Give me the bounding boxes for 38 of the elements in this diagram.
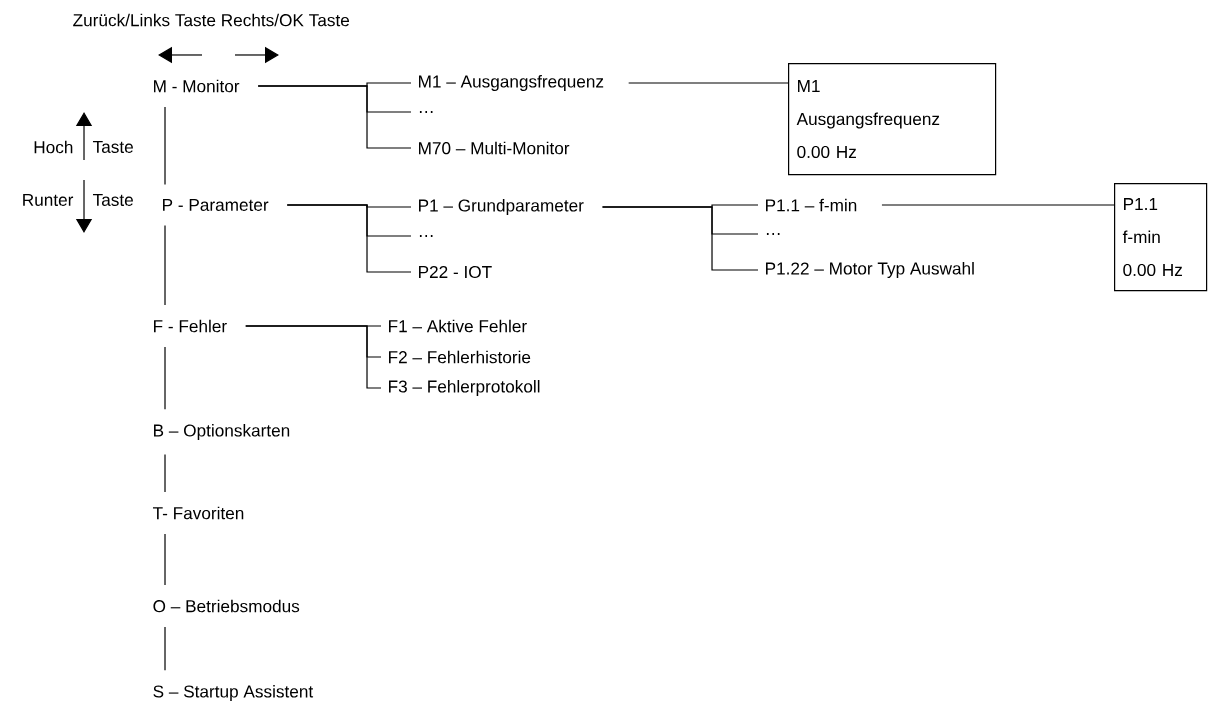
connector-line	[164, 106, 166, 185]
menu-item: M - Monitor	[154, 79, 240, 93]
menu-item: P1.1 – f-min	[766, 198, 857, 212]
menu-item: M70 – Multi-Monitor	[419, 141, 570, 155]
key-label: Runter	[23, 194, 74, 206]
key-label: Zurück/Links Taste Rechts/OK Taste	[73, 13, 350, 27]
connector-line	[164, 346, 166, 410]
menu-item: F3 – Fehlerprotokoll	[389, 380, 540, 396]
connector-line	[164, 225, 166, 306]
connector-line	[601, 206, 759, 271]
connector-line	[164, 533, 166, 586]
connector-line	[164, 454, 166, 493]
connector-line	[245, 325, 382, 389]
ellipsis-text: …	[766, 233, 780, 235]
menu-item: S – Startup Assistent	[153, 685, 314, 701]
menu-item: M1 – Ausgangsfrequenz	[419, 74, 604, 91]
connector-line	[257, 85, 412, 149]
menu-item: P - Parameter	[163, 199, 269, 211]
key-label: Hoch	[34, 140, 73, 154]
display-box: P1.1 f-min 0.00 Hz	[1114, 183, 1208, 292]
ellipsis-text: …	[419, 235, 433, 237]
menu-item: O – Betriebsmodus	[153, 599, 300, 613]
menu-item: F - Fehler	[154, 319, 227, 333]
connector-line	[286, 204, 412, 273]
menu-item: B – Optionskarten	[154, 424, 290, 440]
ellipsis-text: …	[419, 111, 433, 113]
menu-item: P1 – Grundparameter	[419, 199, 584, 215]
menu-item: P1.22 – Motor Typ Auswahl	[766, 262, 974, 278]
menu-item: T- Favoriten	[153, 506, 244, 520]
key-label: Taste	[93, 141, 133, 153]
connector-line	[628, 82, 789, 84]
key-label: Taste	[93, 194, 133, 206]
display-box: M1 Ausgangsfrequenz 0.00 Hz	[788, 63, 997, 176]
menu-item: F2 – Fehlerhistorie	[389, 350, 531, 364]
menu-item: P22 - IOT	[419, 265, 492, 279]
menu-item: F1 – Aktive Fehler	[389, 319, 527, 333]
connector-line	[881, 204, 1115, 206]
connector-line	[164, 626, 166, 671]
